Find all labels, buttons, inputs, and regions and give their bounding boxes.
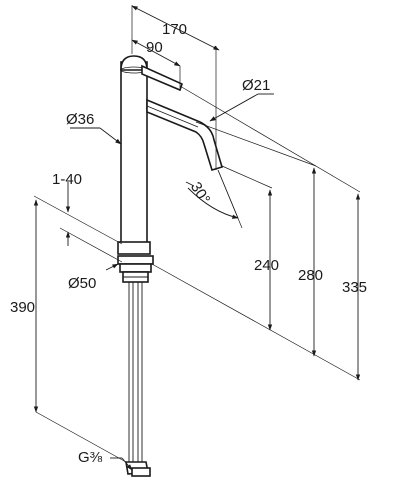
mounting-base xyxy=(117,255,154,283)
supply-hoses xyxy=(125,282,151,477)
label-spout-height: 240 xyxy=(254,257,279,274)
label-deck-thickness: 1-40 xyxy=(52,171,82,188)
label-outlet-height: 280 xyxy=(298,267,323,284)
label-body-diameter: Ø36 xyxy=(66,111,94,128)
dimension-lines xyxy=(33,5,361,471)
spout xyxy=(146,98,223,171)
label-total-height: 335 xyxy=(342,279,367,296)
lever-handle xyxy=(141,64,183,92)
label-connection-thread: G⅜ xyxy=(78,449,103,466)
label-base-diameter: Ø50 xyxy=(68,275,96,292)
faucet-body xyxy=(117,55,151,255)
label-hose-length: 390 xyxy=(10,299,35,316)
label-spout-diameter: Ø21 xyxy=(242,77,270,94)
label-overall-reach: 170 xyxy=(162,21,187,38)
label-handle-reach: 90 xyxy=(146,39,163,56)
label-spout-angle: 30° xyxy=(187,179,213,207)
